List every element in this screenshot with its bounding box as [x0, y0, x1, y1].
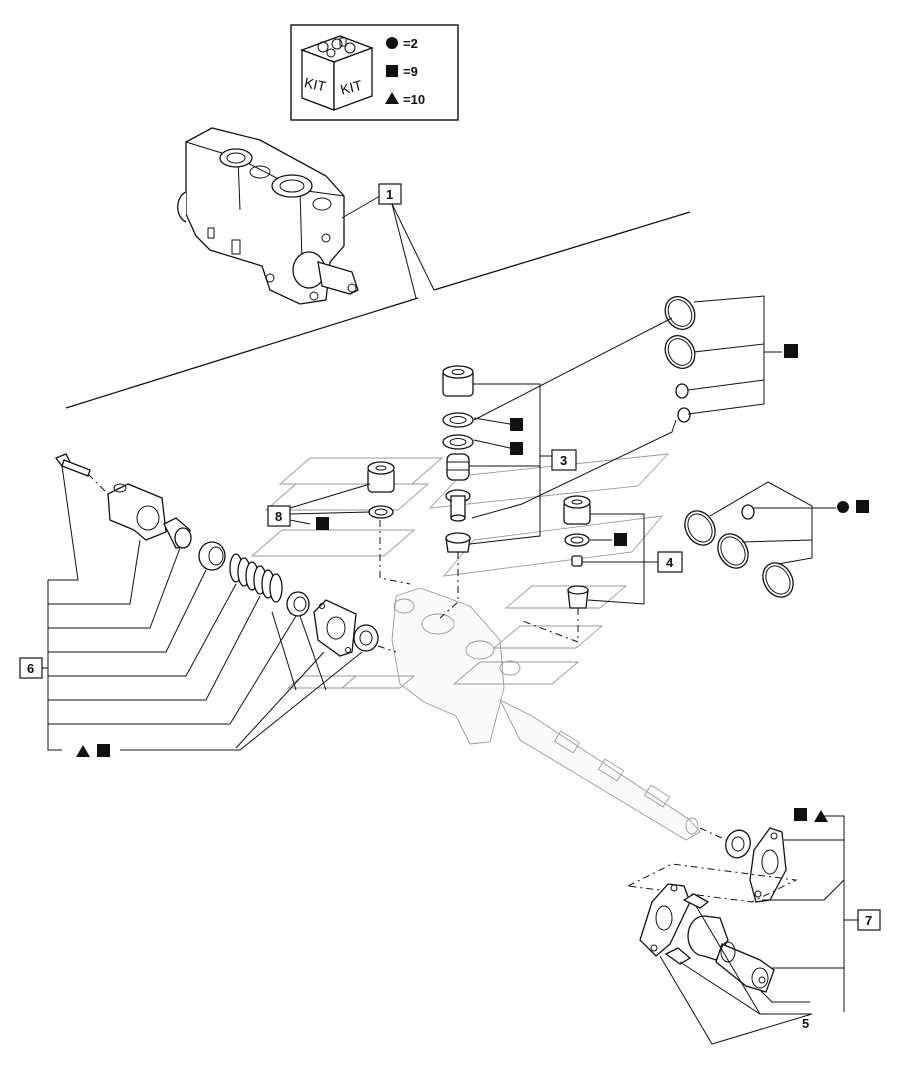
- valve-body-assembled: [177, 127, 359, 305]
- callout-3: 3: [551, 449, 577, 471]
- kit-box-icon: KIT KIT: [300, 35, 374, 111]
- seal-6-triangle-symbol: [76, 745, 90, 757]
- seal-3a-kit-symbol: [510, 418, 523, 431]
- right-rings-square-symbol: [856, 500, 869, 513]
- kit-legend-square-text: =9: [403, 64, 418, 79]
- kit-legend-triangle-text: =10: [403, 92, 425, 107]
- seal-6-square-symbol: [97, 744, 110, 757]
- svg-text:5: 5: [802, 1016, 809, 1031]
- o-ring-set-kit-symbol: [784, 344, 798, 358]
- triangle-kit-symbol: [385, 92, 399, 104]
- square-kit-symbol: [386, 65, 398, 77]
- kit-legend-circle-text: =2: [403, 36, 418, 51]
- o-ring-set: [664, 296, 696, 423]
- item-5-parts: [639, 883, 775, 993]
- section-separator-left: [65, 297, 419, 409]
- item-6-parts: [54, 453, 379, 657]
- svg-text:3: 3: [560, 453, 567, 468]
- svg-text:7: 7: [865, 913, 872, 928]
- seal-8-kit-symbol: [316, 517, 329, 530]
- valve-body-ghost: [391, 587, 701, 841]
- item-3-parts: [442, 365, 474, 553]
- svg-text:1: 1: [386, 187, 393, 202]
- ghost-planes: [250, 453, 670, 689]
- item-8-parts: [367, 461, 395, 519]
- svg-text:6: 6: [27, 661, 34, 676]
- spring: [229, 553, 283, 603]
- kit-word-left: KIT: [303, 74, 328, 94]
- seal-7-triangle-symbol: [814, 810, 828, 822]
- kit-legend: KIT KIT =2 =9 =10: [290, 24, 459, 121]
- item-7-parts: [725, 827, 787, 903]
- callout-8: 8: [267, 505, 291, 527]
- seal-4-kit-symbol: [614, 533, 627, 546]
- section-separator-right: [433, 211, 691, 291]
- circle-kit-symbol: [386, 37, 398, 49]
- svg-text:4: 4: [666, 555, 674, 570]
- seal-3b-kit-symbol: [510, 442, 523, 455]
- callout-4: 4: [657, 551, 683, 573]
- right-rings-circle-symbol: [837, 501, 849, 513]
- svg-text:8: 8: [275, 509, 282, 524]
- callout-6: 6: [19, 657, 43, 679]
- right-ring-set: [684, 504, 794, 598]
- item-4-parts: [563, 495, 591, 609]
- seal-7-square-symbol: [794, 808, 807, 821]
- callout-5: 5: [802, 1016, 809, 1031]
- callout-7: 7: [857, 909, 881, 931]
- kit-word-right: KIT: [339, 77, 364, 98]
- callout-1: 1: [378, 183, 402, 205]
